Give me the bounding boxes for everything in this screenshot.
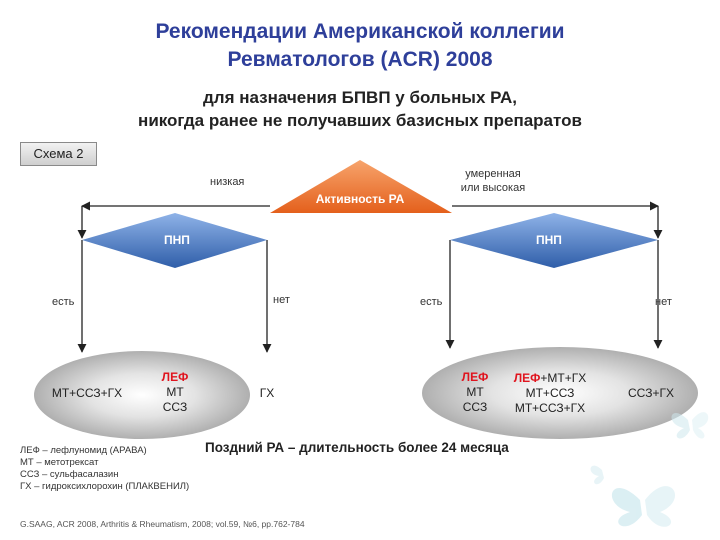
subtitle-line2: никогда ранее не получавших базисных пре… <box>138 111 582 130</box>
butterfly-decoration <box>590 412 709 527</box>
scheme-badge: Схема 2 <box>20 142 97 166</box>
activity-high-line1: умеренная <box>465 168 521 180</box>
subtitle-line1: для назначения БПВП у больных РА, <box>203 88 517 107</box>
left-mid-regimen-lef: ЛЕФ <box>161 370 189 384</box>
left-no-regimen: ГХ <box>259 386 275 400</box>
citation: G.SAAG, ACR 2008, Arthritis & Rheumatism… <box>20 519 305 529</box>
activity-shape <box>270 160 452 213</box>
legend-item: ГХ – гидроксихлорохин (ПЛАКВЕНИЛ) <box>20 481 190 492</box>
right-regimen-2-line2: МТ+ССЗ <box>525 386 575 400</box>
right-diamond <box>450 213 658 268</box>
legend-item: МТ – метотрексат <box>20 457 99 468</box>
right-regimen-2-rest: +МТ+ГХ <box>540 371 587 385</box>
legend-item: ЛЕФ – лефлуномид (АРАВА) <box>20 445 147 456</box>
right-yes-label: есть <box>420 296 443 308</box>
right-regimen-2-line1: ЛЕФ+МТ+ГХ <box>504 371 596 386</box>
activity-low-label: низкая <box>210 176 245 188</box>
right-branch-connectors <box>445 206 663 349</box>
activity-label: Активность РА <box>315 192 405 206</box>
right-regimen-1: ЛЕФ МТ ССЗ <box>452 370 498 415</box>
activity-high-line2: или высокая <box>460 182 526 194</box>
right-diamond-label: ПНП <box>536 233 562 247</box>
abbreviation-legend: ЛЕФ – лефлуномид (АРАВА) МТ – метотрекса… <box>20 445 189 493</box>
left-mid-regimen-mt: МТ <box>166 385 184 399</box>
left-no-label: нет <box>273 294 290 306</box>
left-outcome-ellipse <box>34 351 250 439</box>
left-diamond-label: ПНП <box>164 233 190 247</box>
right-regimen-1-mt: МТ <box>466 385 484 399</box>
legend-item: ССЗ – сульфасалазин <box>20 469 119 480</box>
page-title-line2: Ревматологов (ACR) 2008 <box>227 48 493 71</box>
right-outcome-ellipse <box>422 347 698 439</box>
right-regimen-1-lef: ЛЕФ <box>461 370 489 384</box>
activity-high-label: умеренная или высокая <box>448 167 538 195</box>
left-yes-label: есть <box>52 296 75 308</box>
left-diamond <box>82 213 267 268</box>
right-regimen-2-line3: МТ+ССЗ+ГХ <box>514 401 586 415</box>
right-regimen-2-lef: ЛЕФ <box>513 371 541 385</box>
right-no-label: нет <box>655 296 672 308</box>
left-mid-regimen: ЛЕФ МТ ССЗ <box>150 370 200 415</box>
right-regimen-1-ssz: ССЗ <box>462 400 488 414</box>
left-yes-regimen: МТ+ССЗ+ГХ <box>51 386 123 400</box>
left-mid-regimen-ssz: ССЗ <box>162 400 188 414</box>
late-ra-note: Поздний РА – длительность более 24 месяц… <box>205 440 509 455</box>
right-regimen-2: ЛЕФ+МТ+ГХ МТ+ССЗ МТ+ССЗ+ГХ <box>504 371 596 416</box>
page-title-line1: Рекомендации Американской коллегии <box>155 20 565 43</box>
right-no-regimen: ССЗ+ГХ <box>628 386 674 400</box>
left-branch-connectors <box>77 206 272 353</box>
